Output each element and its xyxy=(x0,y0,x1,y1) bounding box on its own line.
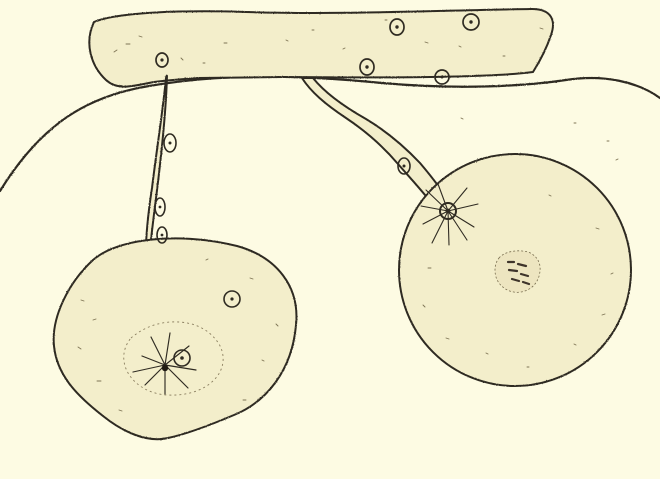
horizontal-canal xyxy=(89,9,553,87)
